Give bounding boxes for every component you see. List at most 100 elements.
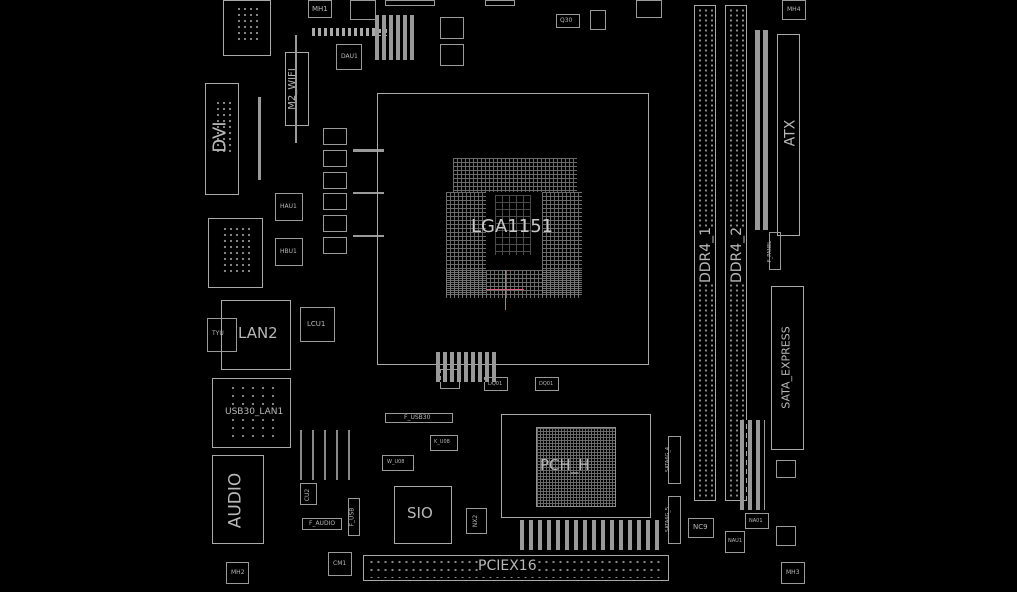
dimm2-label: DDR4_2	[729, 226, 746, 284]
sata-express-label: SATA_EXPRESS	[779, 326, 793, 409]
passive-array	[300, 430, 360, 480]
cu2-chip: CU2	[300, 483, 317, 505]
sio-chip	[394, 486, 452, 544]
cpu-socket-outline	[377, 93, 649, 365]
pch-ball-grid	[536, 427, 616, 507]
crosshair-cursor-v	[505, 270, 506, 310]
usb-connector-pins	[236, 6, 260, 44]
chip-top	[350, 0, 376, 20]
mosfet	[440, 44, 464, 66]
cpu-pin-field-bottom	[446, 270, 582, 298]
sio-label: SIO	[407, 504, 433, 522]
passive-array	[436, 352, 496, 382]
dq01-chip-b: DQ01	[535, 377, 559, 391]
lan2-label: LAN2	[238, 324, 278, 342]
trace	[353, 235, 384, 237]
chip	[776, 460, 796, 478]
mh2-label: MH2	[231, 569, 245, 576]
dvi-connector	[205, 83, 239, 195]
f-usb30-label: F_USB30	[404, 414, 431, 421]
audio-label: AUDIO	[225, 472, 246, 529]
trace	[353, 192, 384, 194]
choke	[323, 128, 347, 145]
choke	[323, 193, 347, 210]
mh2-mounting-hole: MH2	[226, 562, 249, 584]
hdmi-pins	[222, 226, 250, 276]
lan2-connector	[221, 300, 291, 370]
hau1-chip: HAU1	[275, 193, 303, 221]
usb30-lan1-label: USB30_LAN1	[225, 407, 284, 417]
dimm1-label: DDR4_1	[698, 226, 715, 284]
sata6g-4-port: SATA6G_4	[665, 436, 681, 484]
chip-top-4	[636, 0, 662, 18]
passive-array	[755, 30, 770, 230]
q30-label: Q30	[560, 17, 573, 24]
na01-chip: NA01	[745, 513, 769, 529]
passive-array	[520, 520, 660, 550]
na01-label: NA01	[749, 518, 763, 524]
ku08-chip: K_U08	[430, 435, 458, 451]
dq01-chip-a: DQ01	[484, 377, 508, 391]
nx2-label: NX2	[472, 514, 480, 528]
mh1-label: MH1	[312, 5, 328, 13]
dq01a-label: DQ01	[488, 381, 503, 387]
lcu1-label: LCU1	[307, 320, 326, 328]
mh3-label: MH3	[786, 569, 800, 576]
sata6g-5-port: SATA6G_5	[665, 496, 681, 544]
mh4-label: MH4	[787, 6, 801, 13]
cpu-pin-field-center	[495, 195, 531, 255]
cm1-part: CM1	[328, 552, 352, 576]
chip-top-2	[385, 0, 435, 6]
trace	[353, 149, 384, 152]
dau1-chip: DAU1	[336, 44, 362, 70]
dau1-label: DAU1	[341, 53, 358, 60]
cpu-pin-field-top	[453, 158, 577, 192]
nc9-label: NC9	[693, 523, 708, 531]
f-panel-label: F_PANEL	[767, 240, 774, 263]
tyu-part: TYU	[207, 318, 237, 352]
pch-outline	[501, 414, 651, 518]
f-usb-label: F_USB	[348, 507, 356, 527]
nc9-chip: NC9	[688, 518, 714, 538]
tyu-label: TYU	[212, 330, 224, 337]
sata-express-connector	[771, 286, 804, 450]
chip	[776, 526, 796, 546]
mh4-mounting-hole: MH4	[782, 0, 806, 20]
f-usb30-header: F_USB30	[385, 413, 453, 423]
pch-label: PCH_H	[540, 456, 590, 474]
mh1-mounting-hole: MH1	[308, 0, 332, 18]
sata4-label: SATA6G_4	[665, 446, 672, 473]
m2-wifi-slot	[285, 52, 309, 126]
atx-label: ATX	[782, 119, 799, 147]
choke	[323, 215, 347, 232]
cpu-socket-label: LGA1151	[471, 216, 554, 237]
f-audio-header: F_AUDIO	[302, 518, 342, 530]
audio-connector	[212, 455, 264, 544]
pciex16-slot	[363, 555, 669, 581]
cu2-label: CU2	[304, 488, 312, 502]
wu08-label: W_U08	[387, 459, 405, 465]
choke	[323, 172, 347, 189]
ku08-label: K_U08	[434, 439, 450, 445]
passive-array	[740, 420, 765, 510]
sata5-label: SATA6G_5	[665, 506, 672, 533]
usb30-lan1-connector	[212, 378, 291, 448]
q30-chip: Q30	[556, 14, 580, 28]
mh3-mounting-hole: MH3	[781, 562, 805, 584]
choke	[323, 150, 347, 167]
hdmi-connector	[208, 218, 263, 288]
atx-power-connector	[777, 34, 800, 236]
trace	[258, 97, 261, 180]
dvi-label: DVI	[209, 121, 231, 153]
hau1-label: HAU1	[280, 203, 297, 210]
wu08-chip: W_U08	[382, 455, 414, 471]
f-audio-label: F_AUDIO	[309, 520, 336, 527]
nau1-label: NAU1	[728, 538, 743, 544]
dq01b-label: DQ01	[539, 381, 554, 387]
mosfet	[590, 10, 606, 30]
passive-array	[312, 28, 392, 36]
lcu1-chip: LCU1	[300, 307, 335, 342]
hbu1-label: HBU1	[280, 248, 297, 255]
trace	[295, 35, 297, 143]
nau1-chip: NAU1	[725, 531, 745, 553]
